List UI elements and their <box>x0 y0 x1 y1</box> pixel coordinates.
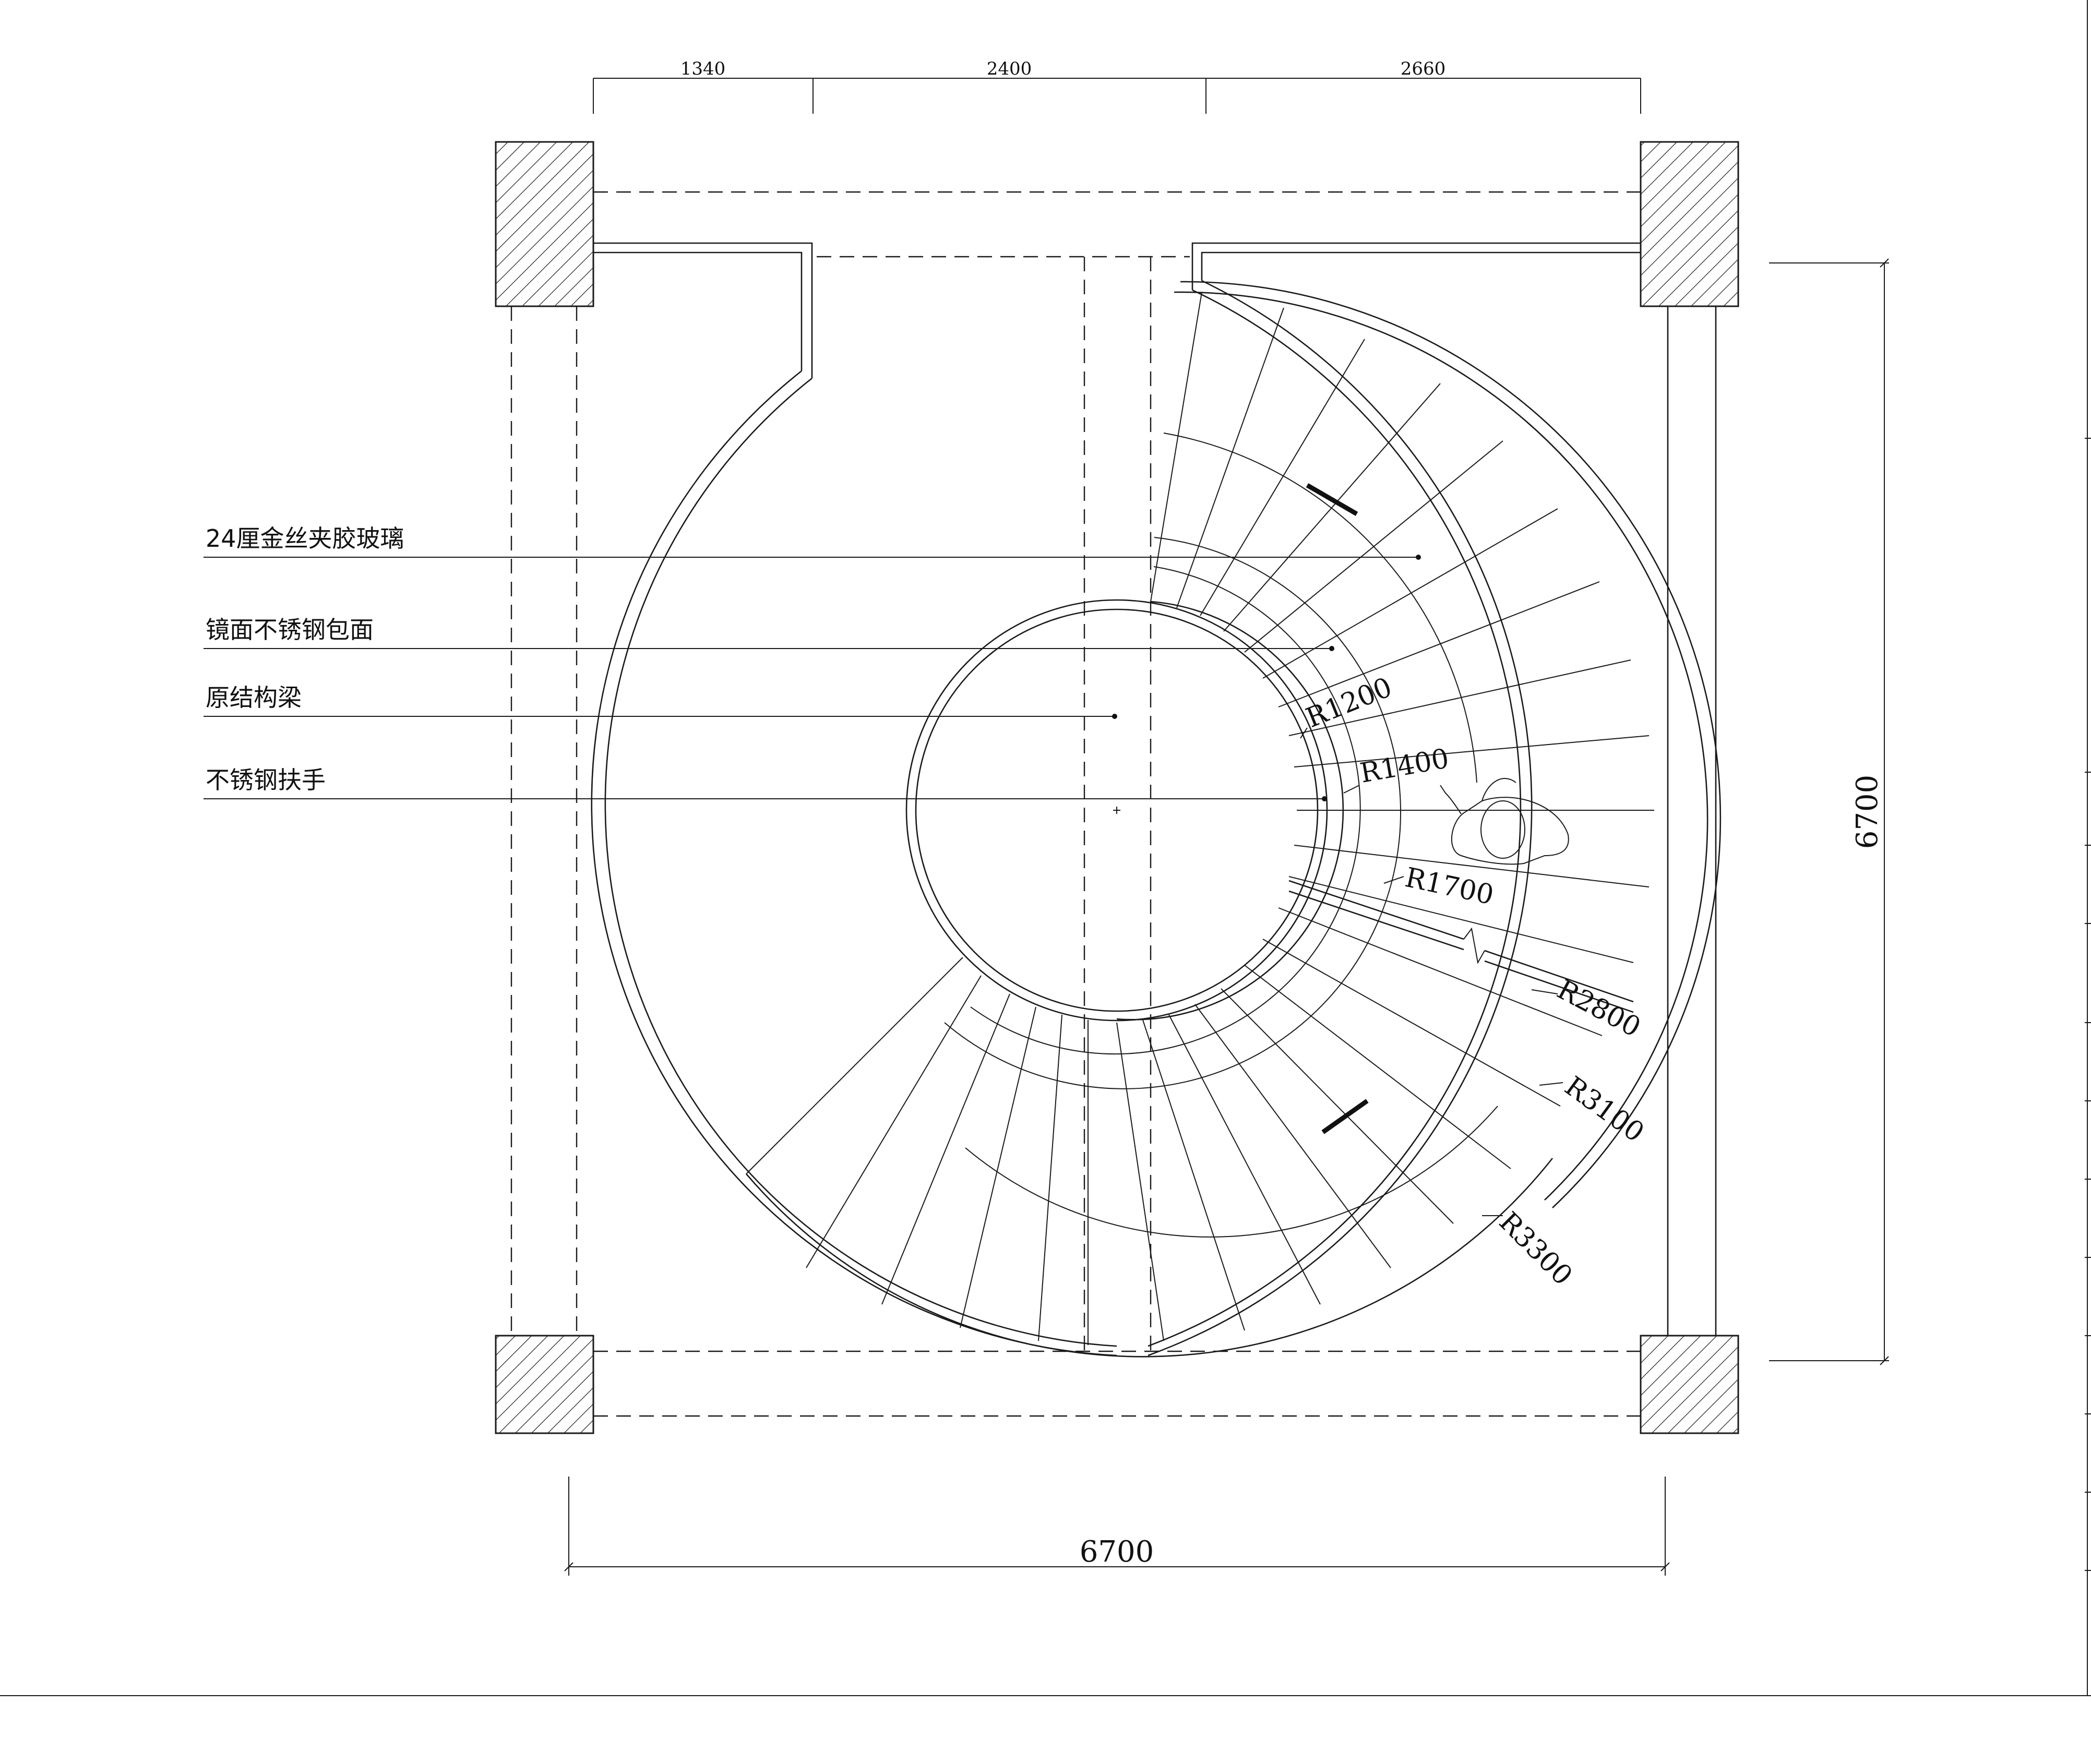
right-dimension: 6700 <box>1769 258 1889 1365</box>
right-wall <box>1667 306 1717 1336</box>
callout-beam: 原结构梁 <box>206 683 302 712</box>
column-bottom-left <box>495 1335 594 1434</box>
right-dimension-value: 6700 <box>1850 775 1884 849</box>
bottom-dimension-value: 6700 <box>1080 1535 1154 1569</box>
direction-mark-bottom <box>1321 1099 1369 1134</box>
column-bottom-right <box>1640 1335 1739 1434</box>
callout-handrail: 不锈钢扶手 <box>206 766 326 794</box>
column-top-left <box>495 141 594 307</box>
break-mark-icon <box>1463 927 1485 964</box>
stair-rings <box>746 281 1722 1358</box>
direction-mark-top <box>1306 483 1358 516</box>
radius-r1700: R1700 <box>1402 862 1496 911</box>
top-dimension-1: 1340 <box>680 58 726 79</box>
stair-treads <box>746 292 1654 1345</box>
top-dimension: 1340 2400 2660 <box>593 58 1641 114</box>
radius-r1200: R1200 <box>1301 671 1396 734</box>
bottom-dimension: 6700 <box>564 1477 1670 1576</box>
radius-r3100: R3100 <box>1559 1071 1650 1148</box>
radius-r2800: R2800 <box>1552 974 1646 1043</box>
column-top-right <box>1640 141 1739 307</box>
callouts: 24厘金丝夹胶玻璃 镜面不锈钢包面 原结构梁 不锈钢扶手 <box>204 524 1421 801</box>
sheet-border <box>0 0 2091 1696</box>
callout-mirror-steel: 镜面不锈钢包面 <box>206 616 374 644</box>
beams-dashed <box>510 191 1641 1417</box>
radius-r3300: R3300 <box>1493 1206 1579 1292</box>
top-dimension-2: 2400 <box>987 58 1032 79</box>
radius-r1400: R1400 <box>1358 743 1451 789</box>
center-mark <box>1113 807 1120 814</box>
person-figure-icon <box>1440 778 1569 865</box>
top-dimension-3: 2660 <box>1401 58 1446 79</box>
callout-glass: 24厘金丝夹胶玻璃 <box>206 524 404 553</box>
columns <box>495 141 1739 1434</box>
handrail-line <box>1288 880 1634 1013</box>
opening-outline <box>591 242 1641 1357</box>
